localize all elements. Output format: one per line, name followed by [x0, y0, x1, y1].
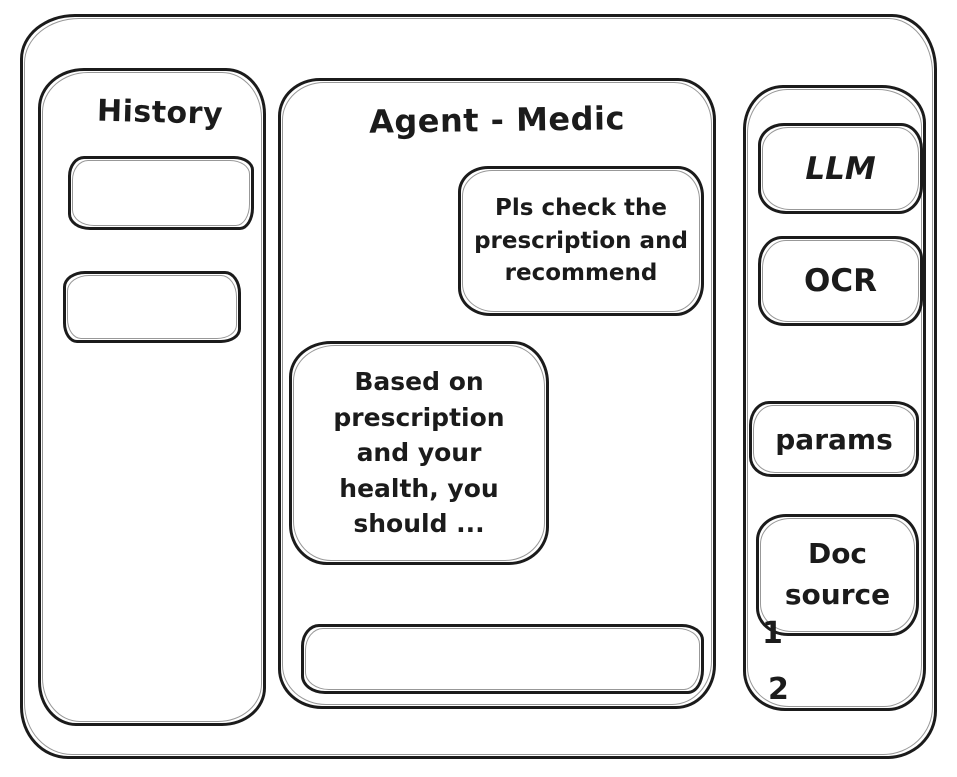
- llm-button[interactable]: LLM: [758, 123, 923, 214]
- history-item[interactable]: [63, 271, 241, 343]
- history-title: History: [96, 93, 224, 132]
- message-input-container: [301, 624, 704, 694]
- doc-source-button[interactable]: Doc source: [756, 514, 919, 636]
- doc-source-item-1[interactable]: 1: [762, 616, 783, 651]
- ocr-button[interactable]: OCR: [758, 236, 923, 326]
- tools-sidebar: LLM OCR params Doc source 1 2: [743, 85, 926, 711]
- chat-panel: Agent - Medic Pls check the prescription…: [278, 78, 716, 709]
- doc-source-item-2[interactable]: 2: [768, 672, 789, 707]
- history-item[interactable]: [68, 156, 254, 230]
- chat-title: Agent - Medic: [368, 99, 626, 141]
- user-message-bubble: Pls check the prescription and recommend: [458, 166, 704, 316]
- history-sidebar: History: [38, 68, 266, 726]
- params-button[interactable]: params: [749, 401, 919, 477]
- message-input[interactable]: [304, 627, 701, 691]
- agent-message-bubble: Based on prescription and your health, y…: [289, 341, 549, 565]
- app-window: History Agent - Medic Pls check the pres…: [20, 14, 937, 759]
